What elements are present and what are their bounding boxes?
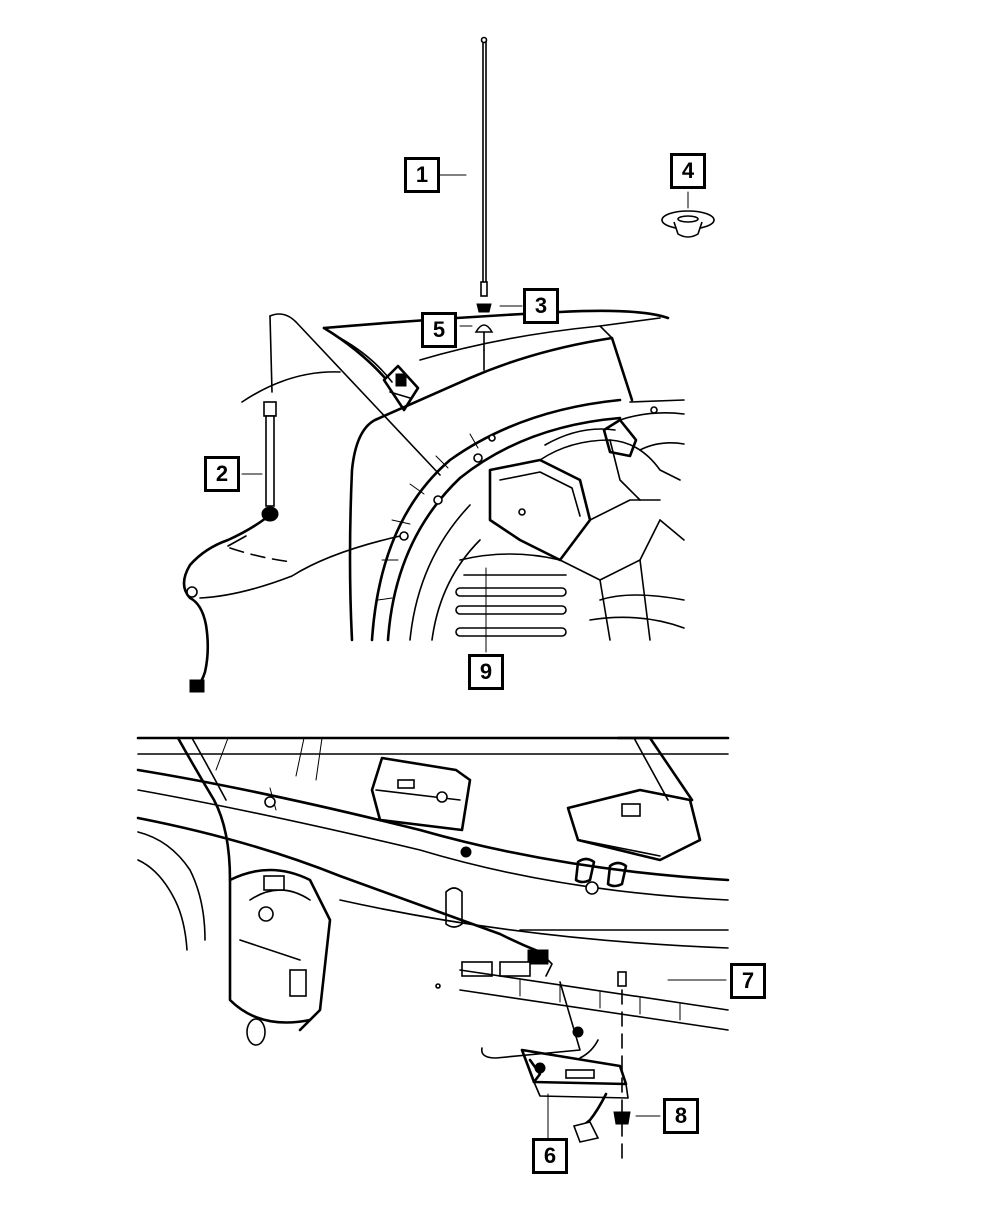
underbody-assembly	[136, 736, 730, 1046]
antenna-mast	[480, 36, 488, 297]
nut-part-8	[613, 971, 631, 1161]
callout-4: 4	[670, 153, 706, 189]
grommet	[661, 210, 715, 238]
fender-assembly	[322, 309, 685, 642]
callout-7: 7	[730, 963, 766, 999]
callout-5: 5	[421, 312, 457, 348]
callout-8: 8	[663, 1098, 699, 1134]
antenna-adapter	[474, 324, 494, 351]
callout-9: 9	[468, 654, 504, 690]
antenna-cable	[182, 401, 279, 693]
callout-3: 3	[523, 288, 559, 324]
antenna-nut	[476, 303, 492, 313]
module	[480, 981, 629, 1143]
callout-6: 6	[532, 1138, 568, 1174]
callout-1: 1	[404, 157, 440, 193]
callout-2: 2	[204, 456, 240, 492]
